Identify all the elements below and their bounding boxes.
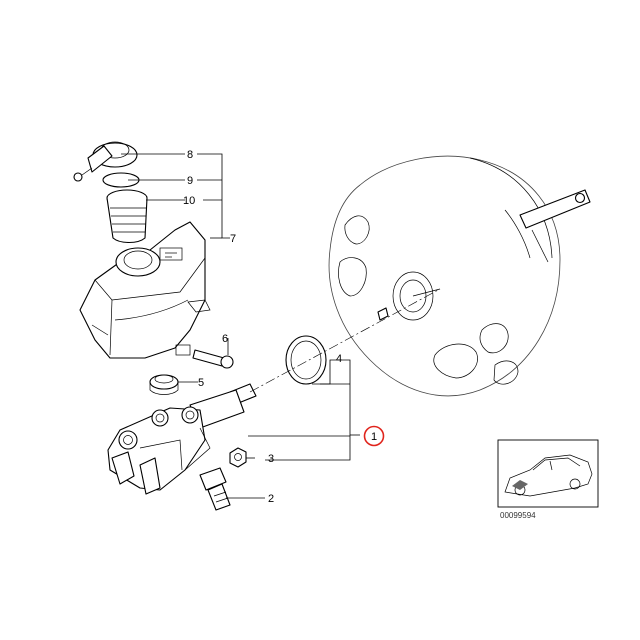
o-ring — [285, 335, 327, 385]
reference-code: 00099594 — [500, 511, 536, 520]
brake-fluid-reservoir — [79, 221, 211, 359]
callout-1[interactable]: 1 — [371, 431, 377, 443]
callout-6: 6 — [222, 333, 228, 345]
callout-9: 9 — [187, 175, 193, 187]
assembly-axis — [249, 288, 441, 393]
reservoir-screw — [192, 349, 234, 369]
callout-2: 2 — [268, 493, 274, 505]
callout-8: 8 — [187, 149, 193, 161]
pressure-sensor — [199, 467, 231, 511]
brake-booster — [328, 155, 591, 397]
callout-5: 5 — [198, 377, 204, 389]
callout-10: 10 — [183, 195, 195, 207]
master-cylinder — [107, 383, 257, 495]
grommet — [149, 374, 179, 395]
callout-1-highlight[interactable]: 1 — [363, 425, 385, 447]
car-icon — [504, 454, 593, 497]
hex-nut — [229, 447, 247, 468]
reservoir-cap — [73, 141, 138, 182]
callout-7: 7 — [230, 233, 236, 245]
vehicle-thumbnail — [497, 439, 599, 508]
callout-3: 3 — [268, 453, 274, 465]
callout-4: 4 — [336, 353, 342, 365]
leader-lines — [121, 153, 360, 499]
reservoir-strainer — [106, 189, 148, 244]
